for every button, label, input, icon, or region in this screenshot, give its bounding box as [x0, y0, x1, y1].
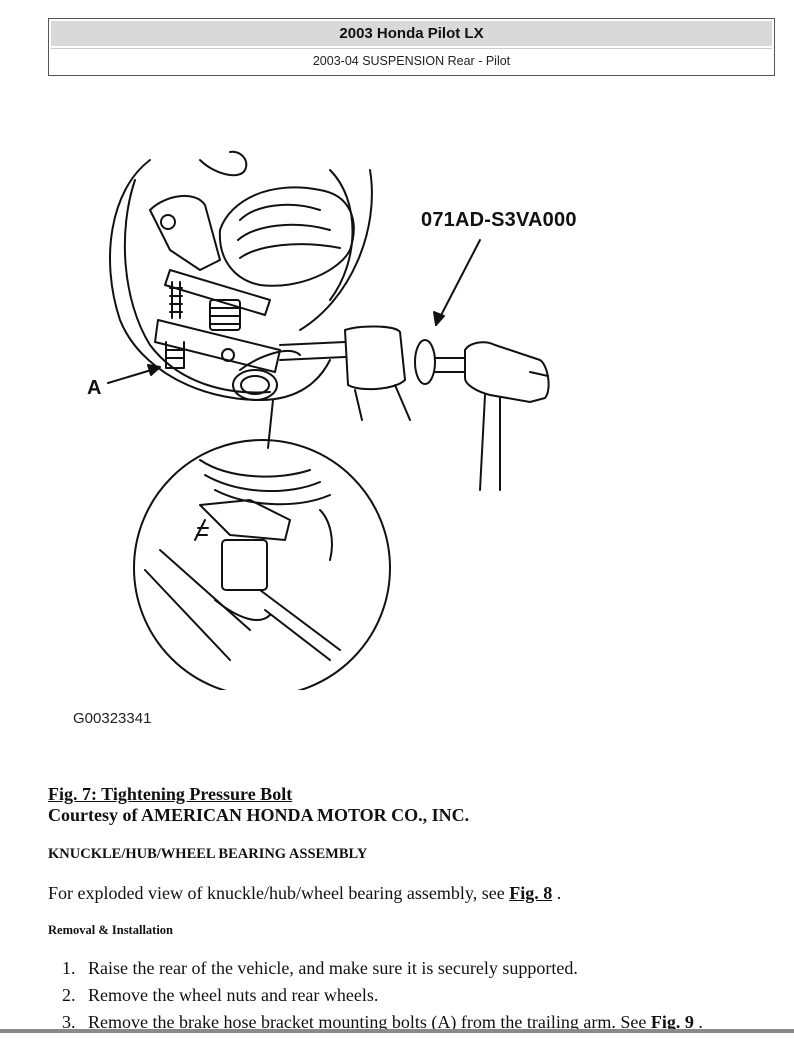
intro-end: .	[552, 883, 562, 903]
list-item: 1. Raise the rear of the vehicle, and mak…	[62, 957, 703, 984]
intro-paragraph: For exploded view of knuckle/hub/wheel b…	[48, 883, 561, 904]
step-number: 3.	[62, 1012, 76, 1032]
figure-caption: Fig. 7: Tightening Pressure Bolt Courtes…	[48, 784, 469, 826]
figure-title: Fig. 7: Tightening Pressure Bolt	[48, 784, 293, 804]
fig-8-link[interactable]: Fig. 8	[509, 883, 553, 903]
suspension-illustration	[107, 150, 550, 690]
intro-text: For exploded view of knuckle/hub/wheel b…	[48, 883, 510, 903]
section-subtitle: 2003-04 SUSPENSION Rear - Pilot	[312, 54, 511, 68]
page-bottom-divider	[0, 1029, 794, 1033]
fig-9-link[interactable]: Fig. 9	[650, 1012, 694, 1032]
figure-courtesy: Courtesy of AMERICAN HONDA MOTOR CO., IN…	[48, 805, 470, 825]
list-item: 2. Remove the wheel nuts and rear wheels.	[62, 984, 703, 1011]
procedure-steps: 1. Raise the rear of the vehicle, and mak…	[62, 957, 703, 1038]
figure-id: G00323341	[73, 710, 152, 727]
removal-installation-heading: Removal & Installation	[48, 923, 173, 937]
tool-part-number-label: 071AD-S3VA000	[421, 209, 577, 231]
list-item: 3. Remove the brake hose bracket mounting…	[62, 1011, 703, 1038]
callout-a-label: A	[87, 377, 102, 399]
document-header: 2003 Honda Pilot LX 2003-04 SUSPENSION R…	[48, 18, 775, 76]
step-end: .	[693, 1012, 703, 1032]
step-number: 2.	[62, 985, 76, 1005]
header-divider	[51, 48, 772, 49]
step-text: Remove the brake hose bracket mounting b…	[88, 1012, 651, 1032]
step-number: 1.	[62, 958, 76, 978]
step-text: Raise the rear of the vehicle, and make …	[88, 958, 578, 978]
step-text: Remove the wheel nuts and rear wheels.	[88, 985, 379, 1005]
vehicle-title: 2003 Honda Pilot LX	[51, 21, 772, 46]
section-heading: KNUCKLE/HUB/WHEEL BEARING ASSEMBLY	[48, 846, 368, 862]
